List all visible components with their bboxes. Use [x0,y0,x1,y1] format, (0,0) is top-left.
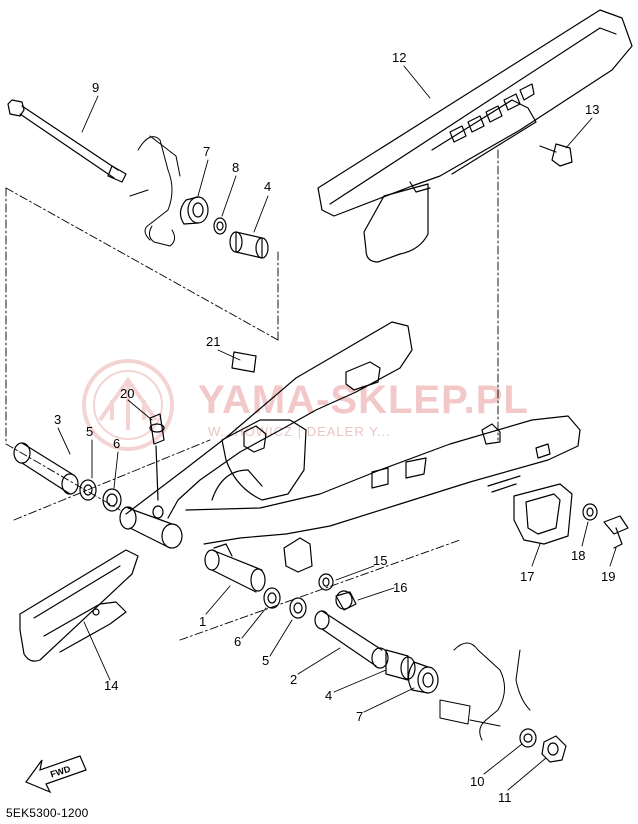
swingarm-chain-guide-hook [283,537,313,573]
callout-6-lower: 6 [234,634,241,649]
part-6-oil-seal-lower [263,587,281,609]
centerline-frame [5,149,499,641]
callout-4-upper: 4 [264,179,271,194]
callout-leaders [57,65,617,791]
part-4-bushing-upper [229,231,269,259]
part-5-bearing-lower [289,597,307,619]
part-10-washer [519,728,537,748]
part-1-pivot-shaft [204,543,266,593]
callout-8: 8 [232,160,239,175]
callout-18: 18 [571,548,585,563]
part-17-chain-puller [513,483,573,545]
callout-7-upper: 7 [203,144,210,159]
callout-21: 21 [206,334,220,349]
part-7-collar-lower [407,661,439,694]
frame-bracket-lower [439,642,531,741]
part-11-nut [541,735,567,763]
part-18-washer [582,503,598,521]
part-5-bearing-left [79,479,97,501]
callout-3: 3 [54,412,61,427]
callout-6-left: 6 [113,436,120,451]
callout-14: 14 [104,678,118,693]
part-13-flange-bolt [539,143,573,167]
part-15-washer [318,573,334,591]
callout-15: 15 [373,553,387,568]
callout-numbers: 9 7 8 4 12 13 21 20 3 5 6 15 16 17 18 19… [54,50,615,805]
fwd-arrow-icon: FWD [25,755,87,794]
part-19-bolt [603,515,629,549]
callout-1: 1 [199,614,206,629]
part-2-collar [314,610,389,669]
part-4-bushing-lower [385,649,416,681]
callout-13: 13 [585,102,599,117]
callout-5-left: 5 [86,424,93,439]
swingarm-pivot-tube [119,506,183,549]
part-21-label-plate [231,351,257,373]
part-3-collar [13,442,79,495]
frame-bracket-upper [129,135,181,247]
part-8-washer [213,217,227,235]
callout-12: 12 [392,50,406,65]
part-6-oil-seal-left [102,488,122,512]
callout-19: 19 [601,569,615,584]
callout-17: 17 [520,569,534,584]
diagram-code: 5EK5300-1200 [6,806,89,820]
callout-7-lower: 7 [356,709,363,724]
callout-11: 11 [498,790,512,805]
callout-10: 10 [470,774,484,789]
swingarm-body [125,321,581,545]
part-16-nut [335,590,357,611]
callout-2: 2 [290,672,297,687]
callout-5-lower: 5 [262,653,269,668]
part-20-grease-nipple [149,413,165,519]
part-12-chain-case [317,9,633,263]
callout-16: 16 [393,580,407,595]
callout-9: 9 [92,80,99,95]
part-14-chain-slider [19,549,139,662]
part-9-pivot-bolt [7,99,127,183]
callout-20: 20 [120,386,134,401]
callout-4-lower: 4 [325,688,332,703]
part-7-collar-upper [179,196,209,225]
